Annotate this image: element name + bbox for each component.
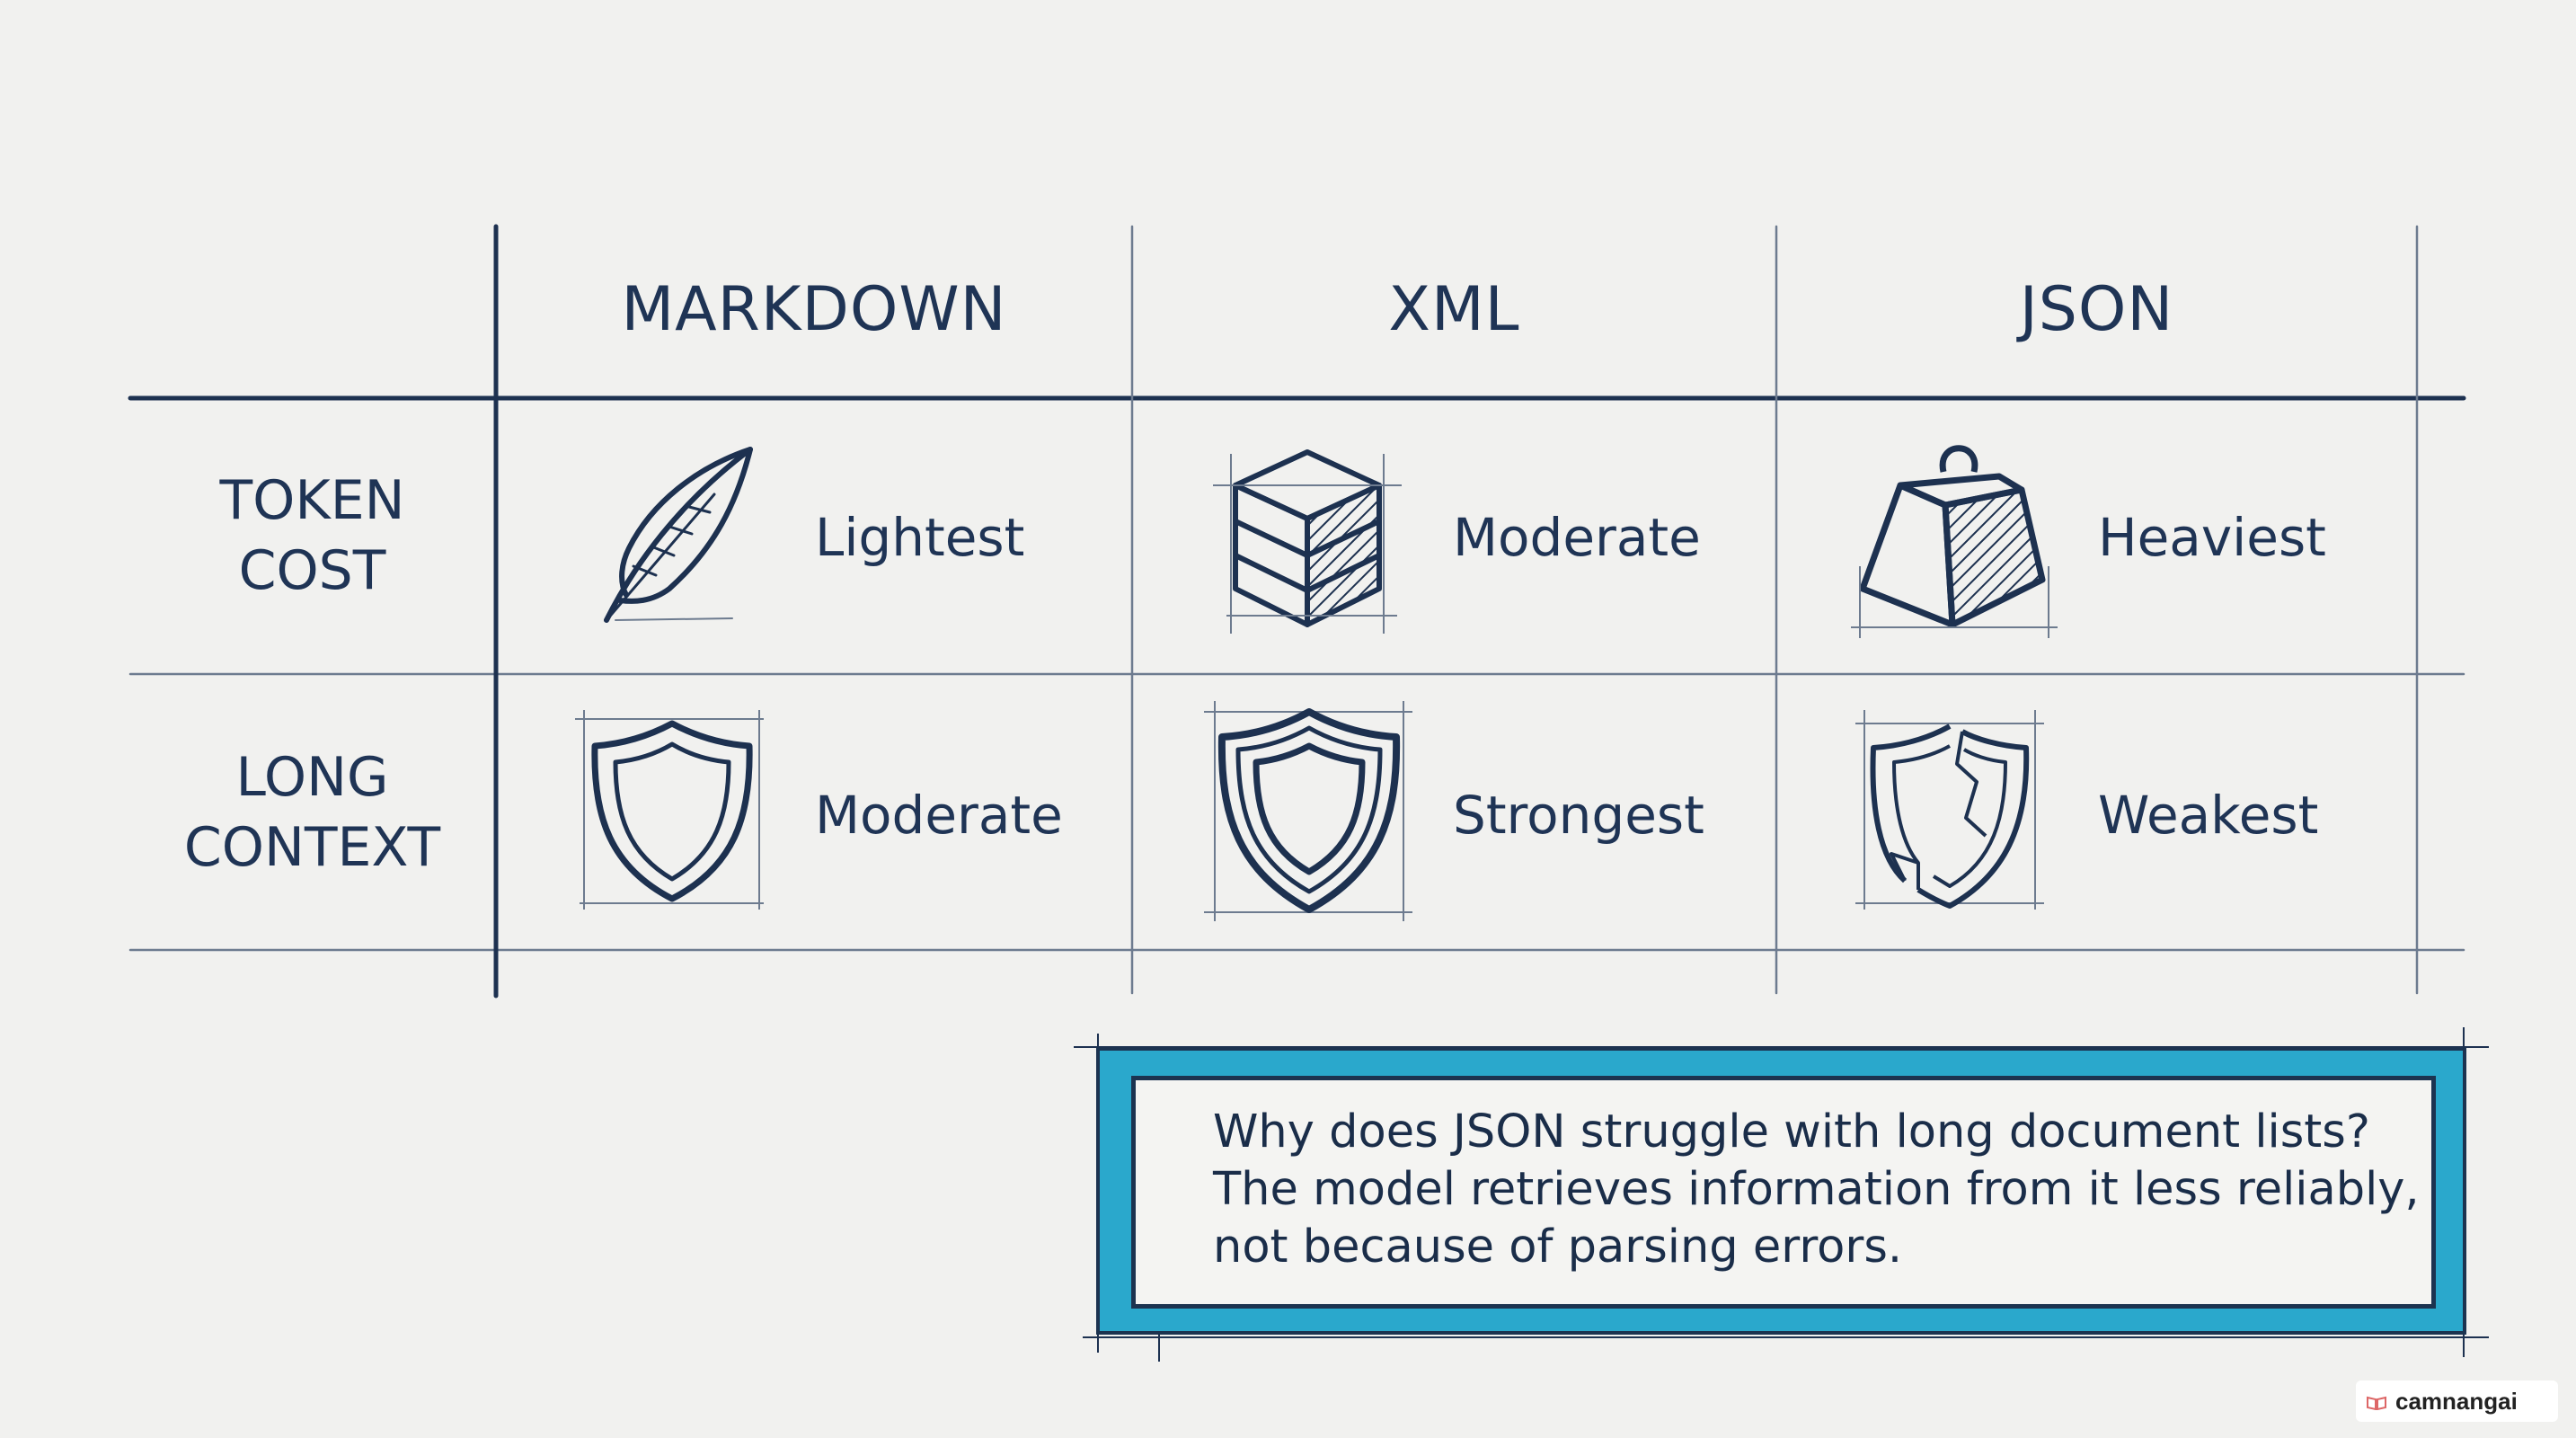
callout-line: Why does JSON struggle with long documen… <box>1213 1105 2370 1158</box>
callout-inner-panel <box>1131 1076 2436 1309</box>
value-json-long-context: Weakest <box>2098 785 2319 846</box>
callout-line: The model retrieves information from it … <box>1213 1163 2420 1216</box>
value-xml-long-context: Strongest <box>1453 785 1704 846</box>
cracked-shield-icon <box>1855 710 2044 910</box>
value-markdown-token-cost: Lightest <box>815 507 1025 568</box>
watermark-text: camnangai <box>2395 1388 2518 1415</box>
column-header-xml: XML <box>1388 274 1520 345</box>
callout-box <box>1096 1047 2466 1335</box>
row-label-token-cost: TOKEN COST <box>219 469 405 602</box>
column-header-markdown: MARKDOWN <box>621 274 1007 345</box>
heavy-weight-icon <box>1851 445 2058 638</box>
callout-text: Why does JSON struggle with long documen… <box>1213 1104 2420 1276</box>
value-xml-token-cost: Moderate <box>1453 507 1701 568</box>
value-markdown-long-context: Moderate <box>815 785 1063 846</box>
reinforced-shield-icon <box>1204 701 1412 921</box>
callout-line: not because of parsing errors. <box>1213 1221 1903 1274</box>
row-label-long-context: LONG CONTEXT <box>183 746 441 879</box>
feather-icon <box>604 447 753 623</box>
shield-icon <box>575 710 764 910</box>
book-logo-icon <box>2367 1396 2386 1410</box>
value-json-token-cost: Heaviest <box>2098 507 2326 568</box>
stacked-blocks-icon <box>1213 449 1402 634</box>
watermark-badge: camnangai <box>2356 1380 2558 1422</box>
column-header-json: JSON <box>2019 274 2174 345</box>
